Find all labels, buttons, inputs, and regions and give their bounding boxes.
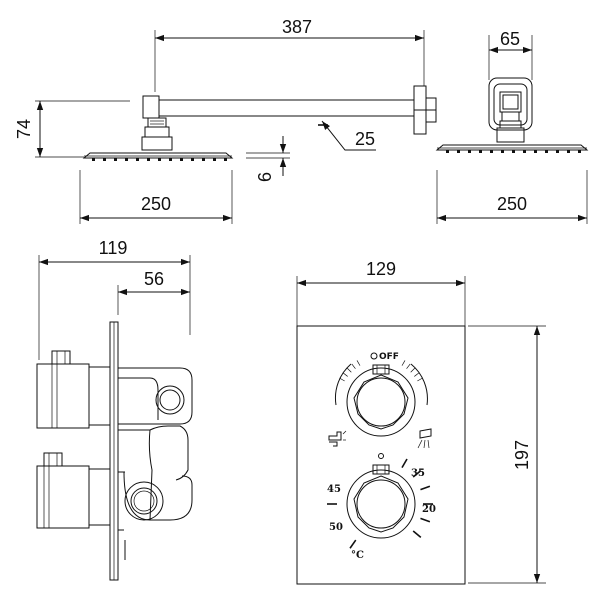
nozzle (180, 158, 183, 161)
arc-tick (342, 372, 348, 377)
nozzle (446, 150, 449, 153)
dim-head-width-front: 250 (141, 194, 171, 214)
nozzle (457, 150, 460, 153)
nozzle (490, 150, 493, 153)
nozzle (567, 150, 570, 153)
dim-arm-diameter: 25 (355, 129, 375, 149)
temp-mark-20: 20 (422, 504, 436, 515)
nozzle (501, 150, 504, 153)
arc-tick (339, 377, 345, 382)
arc-tick (401, 360, 406, 366)
nozzle (523, 150, 526, 153)
temp-tick (412, 530, 422, 539)
dimension-lines (36, 34, 587, 583)
temp-mark-45: 45 (327, 484, 341, 495)
temp-tick (420, 485, 431, 491)
arc-tick (410, 367, 416, 373)
arc-tick (406, 363, 411, 369)
shower-outlet-icon (417, 428, 432, 449)
nozzle (213, 158, 216, 161)
nozzle (468, 150, 471, 153)
nozzle (545, 150, 548, 153)
temp-unit: °C (351, 550, 364, 561)
dim-head-thickness: 6 (255, 172, 275, 182)
off-label: OFF (379, 352, 399, 362)
cover-plate (296, 325, 466, 585)
temp-tick (349, 539, 357, 549)
dim-head-width-side: 250 (497, 194, 527, 214)
nozzle (191, 158, 194, 161)
temp-tick (420, 517, 431, 523)
nozzle (114, 158, 117, 161)
arc-tick (346, 367, 352, 373)
nozzle (556, 150, 559, 153)
temperature-scale-ticks (327, 458, 433, 549)
dim-valve-projection: 56 (144, 269, 164, 289)
pointer-dot-icon (378, 453, 384, 459)
arc-tick (356, 360, 361, 366)
nozzle (125, 158, 128, 161)
off-indicator-icon (370, 352, 378, 360)
nozzle (158, 158, 161, 161)
arc-tick (417, 377, 423, 382)
dim-arm-depth: 65 (500, 29, 520, 49)
dim-height: 74 (14, 119, 34, 139)
dim-plate-width: 129 (366, 259, 396, 279)
arc-tick (351, 363, 356, 369)
nozzle (136, 158, 139, 161)
nozzle (169, 158, 172, 161)
nozzle (512, 150, 515, 153)
nozzle (534, 150, 537, 153)
shower-side-view (435, 35, 589, 224)
temperature-control-knob[interactable] (346, 464, 416, 539)
valve-side-view (36, 255, 193, 581)
shower-front-view (35, 30, 437, 224)
nozzle (578, 150, 581, 153)
nozzle (479, 150, 482, 153)
nozzle (202, 158, 205, 161)
arc-tick (414, 372, 420, 377)
temp-mark-50: 50 (329, 522, 343, 533)
valve-front-plate: OFF 45 35 20 50 °C (296, 276, 546, 585)
temp-tick (412, 469, 422, 478)
temp-mark-35: 35 (411, 468, 425, 479)
flow-control-knob[interactable] (334, 360, 428, 437)
dim-valve-depth: 119 (99, 238, 128, 258)
dim-plate-height: 197 (512, 440, 532, 470)
tap-outlet-icon (328, 430, 347, 447)
dim-arm-length: 387 (282, 17, 312, 37)
nozzle (147, 158, 150, 161)
nozzle (92, 158, 95, 161)
nozzle (224, 158, 227, 161)
nozzle (103, 158, 106, 161)
temp-tick (401, 458, 408, 469)
